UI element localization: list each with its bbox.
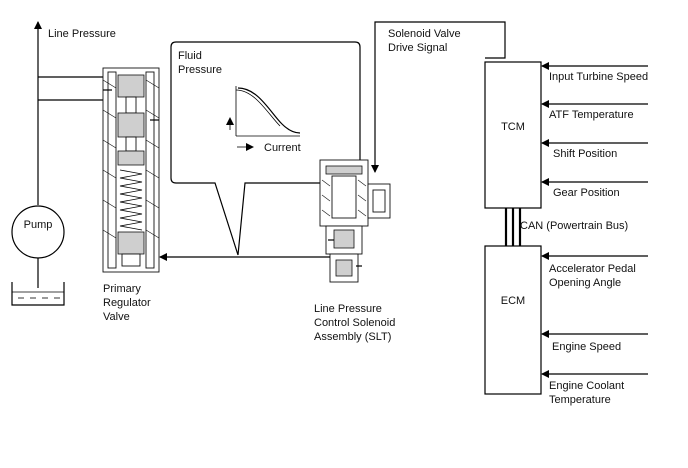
ecm-input-arrows — [541, 252, 648, 378]
fluid-reservoir — [11, 282, 65, 306]
ecm-input-label: Temperature — [549, 394, 611, 406]
primary-regulator-valve — [102, 67, 160, 273]
tcm-input-label: Gear Position — [553, 187, 620, 199]
pump-to-valve-lines — [38, 76, 112, 101]
fluid-pressure-label-line1: Fluid — [178, 50, 202, 62]
tcm-label: TCM — [501, 121, 525, 133]
drive-signal-line — [371, 21, 506, 173]
pump-symbol — [11, 205, 65, 288]
tcm-input-label: Shift Position — [553, 148, 617, 160]
can-bus-lines — [504, 208, 522, 246]
current-axis-label: Current — [264, 142, 301, 154]
slt-solenoid-assembly — [319, 159, 391, 283]
pump-label: Pump — [24, 219, 53, 231]
ecm-label: ECM — [501, 295, 525, 307]
slt-label-line1: Line Pressure — [314, 303, 382, 315]
tcm-input-label: Input Turbine Speed — [549, 71, 648, 83]
tcm-box — [484, 61, 542, 209]
drive-signal-label-line2: Drive Signal — [388, 42, 447, 54]
tcm-input-label: ATF Temperature — [549, 109, 634, 121]
primary-regulator-valve-label-line2: Regulator — [103, 297, 151, 309]
line-pressure-label: Line Pressure — [48, 28, 116, 40]
ecm-input-label: Engine Coolant — [549, 380, 624, 392]
ecm-box — [484, 245, 542, 395]
slt-label-line3: Assembly (SLT) — [314, 331, 391, 343]
slt-label-line2: Control Solenoid — [314, 317, 395, 329]
primary-regulator-valve-label-line1: Primary — [103, 283, 141, 295]
ecm-input-label: Engine Speed — [552, 341, 621, 353]
ecm-input-label: Accelerator Pedal — [549, 263, 636, 275]
ecm-input-label: Opening Angle — [549, 277, 621, 289]
fluid-pressure-label-line2: Pressure — [178, 64, 222, 76]
pressure-current-graph — [226, 86, 301, 151]
tcm-input-arrows — [541, 62, 648, 186]
can-bus-label: CAN (Powertrain Bus) — [520, 220, 628, 232]
primary-regulator-valve-label-line3: Valve — [103, 311, 130, 323]
drive-signal-label-line1: Solenoid Valve — [388, 28, 461, 40]
fluid-pressure-callout — [170, 41, 361, 256]
